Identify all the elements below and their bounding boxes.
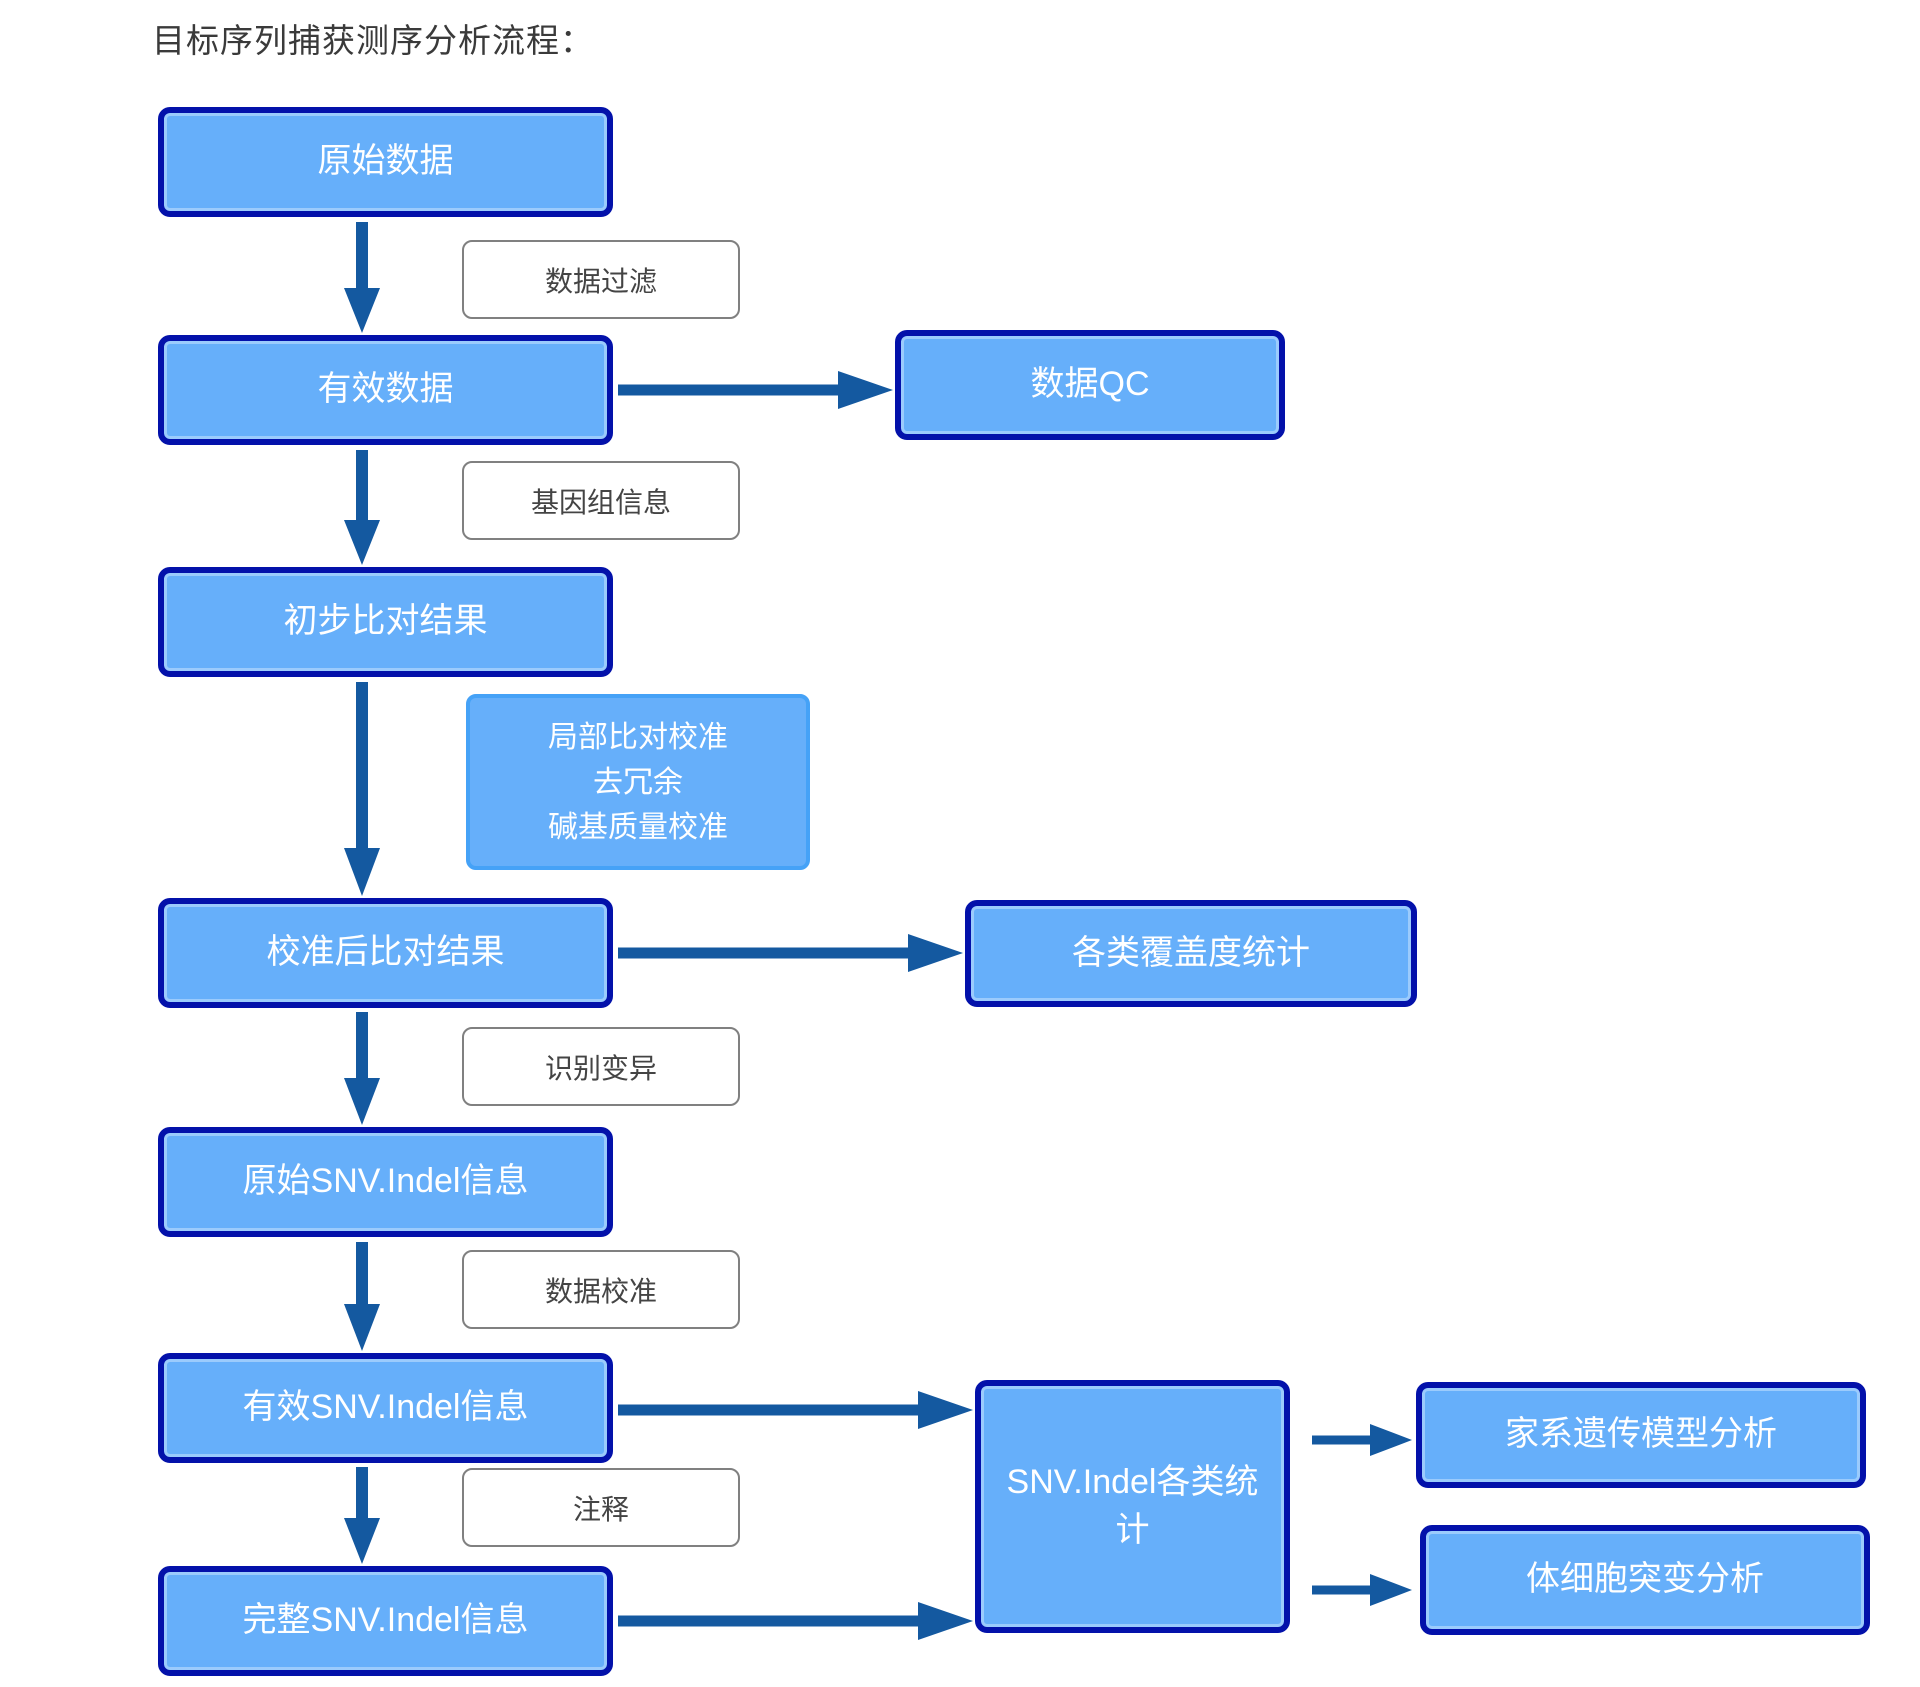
step-label-data-calibration: 数据校准 [462,1250,740,1329]
node-pedigree-model-analysis: 家系遗传模型分析 [1416,1382,1866,1488]
arrow-raw-data-to-valid-data [344,222,380,333]
node-data-qc: 数据QC [895,330,1285,440]
step-label-variant-calling: 识别变异 [462,1027,740,1106]
node-coverage-stats: 各类覆盖度统计 [965,900,1417,1007]
node-snv-indel-stats: SNV.Indel各类统计 [975,1380,1290,1633]
arrow-valid-data-to-data-qc [618,371,893,409]
step-label-annotation: 注释 [462,1468,740,1547]
arrow-snv-stats-to-pedigree-analysis [1312,1424,1412,1456]
realign-line-3: 碱基质量校准 [548,810,728,844]
step-label-data-filtering: 数据过滤 [462,240,740,319]
arrow-raw-snv-to-valid-snv [344,1242,380,1351]
arrow-calibrated-to-raw-snv-indel [344,1012,380,1125]
node-somatic-mutation-analysis: 体细胞突变分析 [1420,1525,1870,1635]
node-calibrated-alignment: 校准后比对结果 [158,898,613,1008]
arrow-calibrated-to-coverage-stats [618,934,963,972]
node-valid-data: 有效数据 [158,335,613,445]
step-label-realign-dedup-bqsr: 局部比对校准 去冗余 碱基质量校准 [466,694,810,870]
node-valid-snv-indel: 有效SNV.Indel信息 [158,1353,613,1463]
realign-line-2: 去冗余 [593,765,683,799]
arrow-complete-snv-to-snv-stats [618,1602,973,1640]
arrow-valid-data-to-initial-alignment [344,450,380,565]
arrow-valid-snv-to-snv-stats [618,1391,973,1429]
arrow-valid-snv-to-complete-snv [344,1467,380,1564]
step-label-genome-info: 基因组信息 [462,461,740,540]
page-title: 目标序列捕获测序分析流程： [152,22,594,59]
realign-line-1: 局部比对校准 [548,720,728,754]
arrow-snv-stats-to-somatic-analysis [1312,1574,1412,1606]
arrow-initial-to-calibrated-alignment [344,682,380,896]
node-complete-snv-indel: 完整SNV.Indel信息 [158,1566,613,1676]
node-initial-alignment: 初步比对结果 [158,567,613,677]
node-raw-data: 原始数据 [158,107,613,217]
node-raw-snv-indel: 原始SNV.Indel信息 [158,1127,613,1237]
